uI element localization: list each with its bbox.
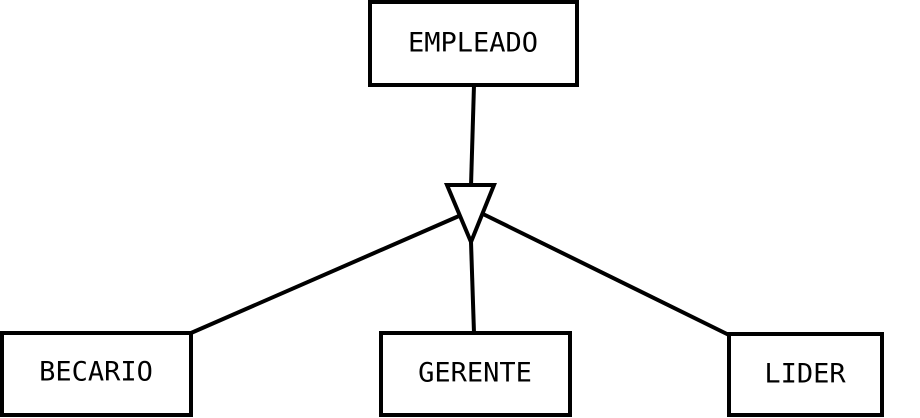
entity-box-gerente xyxy=(379,331,572,417)
entity-label-lider: LIDER xyxy=(764,359,846,390)
entity-label-becario: BECARIO xyxy=(39,357,153,388)
entity-becario: BECARIO xyxy=(0,331,193,417)
entity-box-empleado xyxy=(368,0,579,87)
entity-label-empleado: EMPLEADO xyxy=(408,28,538,59)
entity-label-gerente: GERENTE xyxy=(418,358,532,389)
gerente-connector xyxy=(469,241,476,334)
parent-connector xyxy=(469,84,476,187)
lider-connector xyxy=(482,212,730,337)
becario-connector xyxy=(190,214,460,335)
entity-empleado: EMPLEADO xyxy=(368,0,579,87)
entity-gerente: GERENTE xyxy=(379,331,572,417)
entity-lider: LIDER xyxy=(727,332,884,417)
isa-triangle xyxy=(443,183,497,248)
entity-box-lider xyxy=(727,332,884,417)
entity-box-becario xyxy=(0,331,193,417)
